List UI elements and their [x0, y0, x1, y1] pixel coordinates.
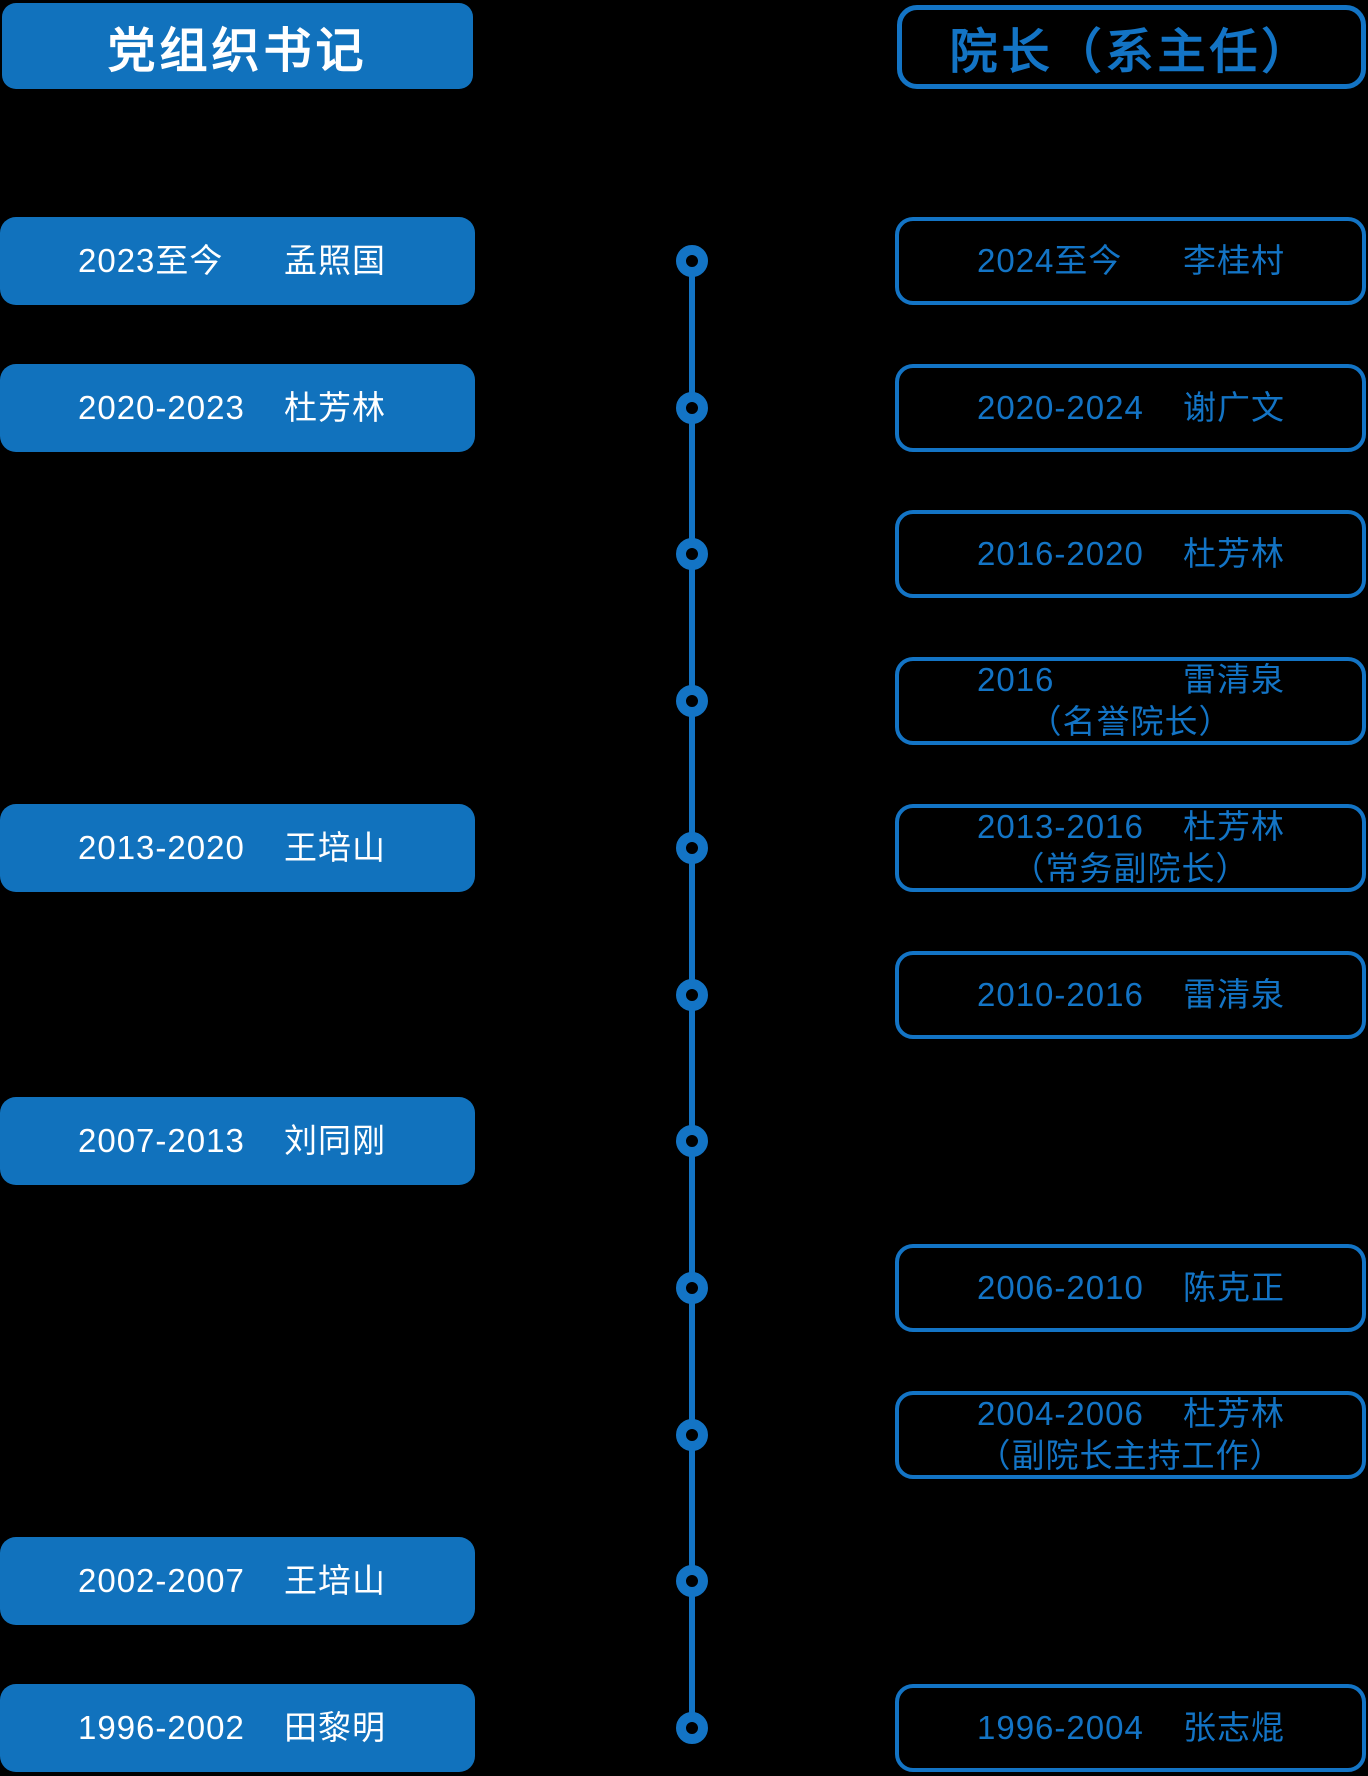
secretary-entry-box: 2020-2023 杜芳林: [0, 363, 475, 452]
entry-name: 杜芳林: [284, 388, 386, 426]
dean-entry-box: 2010-2016 雷清泉: [895, 950, 1366, 1039]
entry-name: 王培山: [284, 828, 386, 866]
timeline-dot: [676, 978, 708, 1011]
entry-main-line: 2006-2010 陈克正: [899, 1267, 1362, 1309]
dean-entry-box: 2006-2010 陈克正: [895, 1243, 1366, 1332]
entry-main-line: 2013-2020 王培山: [0, 827, 475, 869]
secretary-entry-box: 2023至今 孟照国: [0, 217, 475, 305]
entry-period: 2023至今: [78, 242, 224, 279]
entry-note: （常务副院长）: [1011, 849, 1250, 887]
entry-main-line: 2002-2007 王培山: [0, 1560, 475, 1602]
entry-period: 2013-2020: [78, 828, 245, 866]
secretary-entry-box: 1996-2002 田黎明: [0, 1684, 475, 1772]
entry-name: 谢广文: [1183, 388, 1285, 426]
timeline-dot: [676, 831, 708, 864]
timeline-dot: [676, 1271, 708, 1304]
entry-name: 杜芳林: [1183, 535, 1285, 573]
entry-period: 2020-2023: [78, 388, 245, 426]
secretary-entry-box: 2013-2020 王培山: [0, 803, 475, 892]
entry-main-line: 2016-2020 杜芳林: [899, 533, 1362, 575]
entry-period: 2016: [977, 661, 1055, 699]
entry-period: 2024至今: [977, 242, 1123, 279]
entry-main-line: 2010-2016 雷清泉: [899, 974, 1362, 1016]
entry-name: 张志焜: [1183, 1709, 1285, 1746]
timeline-dot: [676, 245, 708, 277]
entry-name: 刘同刚: [284, 1122, 386, 1160]
entry-note: （名誉院长）: [1028, 703, 1233, 741]
entry-period: 1996-2002: [78, 1709, 245, 1746]
entry-note: （副院长主持工作）: [977, 1436, 1284, 1474]
entry-name: 杜芳林: [1183, 1394, 1285, 1432]
dean-entry-box: 2020-2024 谢广文: [895, 363, 1366, 452]
entry-name: 田黎明: [284, 1709, 386, 1746]
timeline-dot: [676, 1712, 708, 1744]
entry-name: 李桂村: [1183, 242, 1285, 279]
entry-main-line: 2024至今 李桂村: [899, 240, 1362, 282]
entry-period: 2010-2016: [977, 975, 1144, 1013]
dean-column-header: 院长（系主任）: [897, 5, 1366, 89]
entry-main-line: 2004-2006 杜芳林: [899, 1393, 1362, 1435]
entry-name: 孟照国: [284, 242, 386, 279]
entry-main-line: 2007-2013 刘同刚: [0, 1120, 475, 1162]
entry-name: 雷清泉: [1183, 975, 1285, 1013]
entry-name: 杜芳林: [1183, 807, 1285, 845]
timeline-dot: [676, 1418, 708, 1451]
entry-name: 雷清泉: [1183, 661, 1285, 699]
entry-name: 陈克正: [1183, 1268, 1285, 1306]
secretary-entry-box: 2002-2007 王培山: [0, 1537, 475, 1626]
timeline-dot: [676, 391, 708, 424]
entry-period: 1996-2004: [977, 1709, 1144, 1746]
entry-period: 2002-2007: [78, 1562, 245, 1600]
entry-period: 2013-2016: [977, 807, 1144, 845]
entry-main-line: 1996-2002 田黎明: [0, 1707, 475, 1749]
timeline-dot: [676, 1565, 708, 1598]
secretary-entry-box: 2007-2013 刘同刚: [0, 1097, 475, 1186]
entry-main-line: 1996-2004 张志焜: [899, 1707, 1362, 1749]
dean-entry-box: 2004-2006 杜芳林 （副院长主持工作）: [895, 1390, 1366, 1479]
entry-period: 2020-2024: [977, 388, 1144, 426]
secretary-column-header: 党组织书记: [2, 3, 473, 89]
dean-entry-box: 2013-2016 杜芳林 （常务副院长）: [895, 803, 1366, 892]
entry-main-line: 2023至今 孟照国: [0, 240, 475, 282]
entry-main-line: 2013-2016 杜芳林: [899, 806, 1362, 848]
entry-period: 2016-2020: [977, 535, 1144, 573]
timeline-dot: [676, 538, 708, 571]
timeline-dot: [676, 1125, 708, 1158]
entry-name: 王培山: [284, 1562, 386, 1600]
entry-period: 2004-2006: [977, 1394, 1144, 1432]
dean-entry-box: 2024至今 李桂村: [895, 217, 1366, 305]
timeline-dot: [676, 685, 708, 718]
dean-entry-box: 1996-2004 张志焜: [895, 1684, 1366, 1772]
entry-main-line: 2016 雷清泉: [899, 659, 1362, 701]
entry-period: 2006-2010: [977, 1268, 1144, 1306]
entry-period: 2007-2013: [78, 1122, 245, 1160]
entry-main-line: 2020-2023 杜芳林: [0, 387, 475, 429]
dean-entry-box: 2016 雷清泉 （名誉院长）: [895, 657, 1366, 746]
dean-entry-box: 2016-2020 杜芳林: [895, 510, 1366, 599]
entry-main-line: 2020-2024 谢广文: [899, 387, 1362, 429]
